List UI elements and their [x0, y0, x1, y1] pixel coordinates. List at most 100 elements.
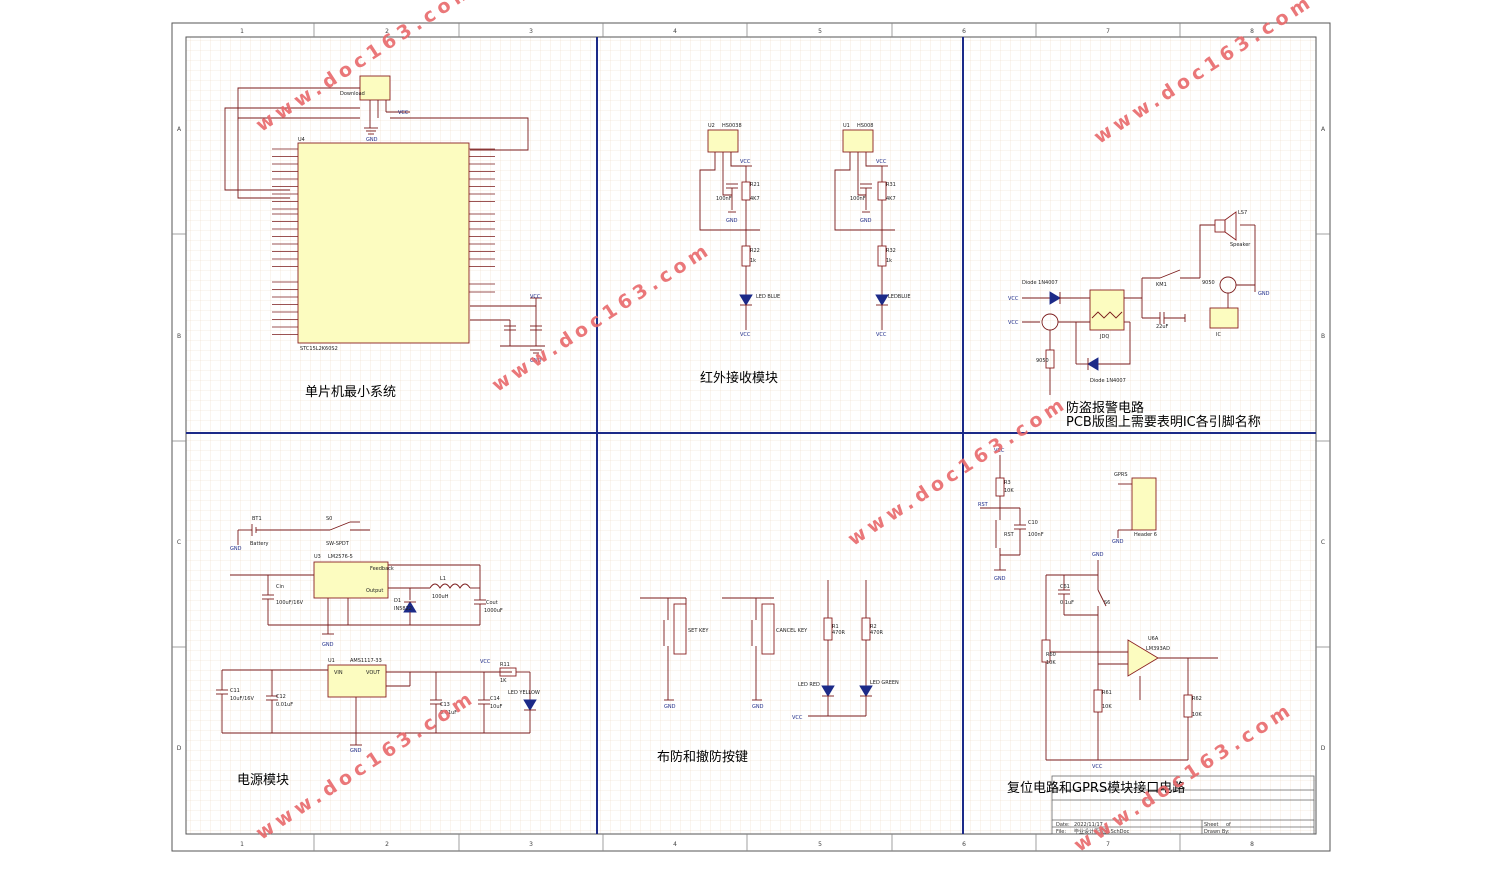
part-label: VCC: [1008, 296, 1019, 302]
part-label: C61: [1060, 584, 1070, 590]
module-title-reset: 复位电路和GPRS模块接口电路: [1007, 781, 1186, 796]
part-label: File:: [1056, 829, 1066, 835]
mcu-chip: [297, 142, 470, 344]
part-label: GND: [752, 704, 764, 710]
part-label: HS008: [857, 123, 873, 129]
relay-jdq: [1089, 289, 1125, 331]
part-label: Drawn By:: [1204, 829, 1230, 835]
border-col-label: 2: [385, 28, 389, 35]
part-label: 毕业设计原理图.SchDoc: [1074, 828, 1130, 835]
part-label: 4K7: [886, 196, 896, 202]
part-label: C12: [276, 694, 286, 700]
border-col-label: 5: [818, 841, 822, 848]
part-label: IN5822: [394, 606, 412, 612]
part-label: 100nF: [716, 196, 732, 202]
part-label: 1k: [750, 258, 756, 264]
part-label: 100uH: [432, 594, 449, 600]
part-label: 1k: [886, 258, 892, 264]
part-label: 0.01uF: [276, 702, 293, 708]
ic-u5: [1209, 307, 1239, 329]
part-label: C11: [230, 688, 240, 694]
part-label: VIN: [334, 670, 343, 676]
module-title-ir: 红外接收模块: [700, 371, 779, 386]
border-ticks: [172, 23, 1330, 851]
power-section: [216, 521, 537, 746]
border-row-label: A: [1321, 126, 1326, 133]
part-label: R1: [832, 624, 839, 630]
module-note-alarm: PCB版图上需要表明IC各引脚名称: [1066, 415, 1261, 430]
border-row-label: B: [1321, 333, 1325, 340]
part-label: 4K7: [750, 196, 760, 202]
part-label: 470R: [870, 630, 884, 636]
border-col-label: 6: [962, 841, 966, 848]
part-label: 2022/11/17: [1074, 822, 1103, 828]
comparator-lm393: [1127, 639, 1159, 677]
part-label: JDQ: [1099, 334, 1109, 340]
part-label: VCC: [876, 159, 887, 165]
module-title-alarm: 防盗报警电路: [1066, 401, 1145, 416]
part-label: VOUT: [366, 670, 381, 676]
part-label: VCC: [480, 659, 491, 665]
part-label: U1: [328, 658, 335, 664]
border-row-label: C: [177, 539, 181, 546]
part-label: Battery: [250, 541, 269, 547]
part-label: VCC: [876, 332, 887, 338]
part-label: RST: [978, 502, 989, 508]
border-col-label: 6: [962, 28, 966, 35]
border-col-label: 7: [1106, 841, 1110, 848]
part-label: 10K: [1102, 704, 1112, 710]
border-col-label: 4: [673, 841, 677, 848]
part-label: IC: [1216, 332, 1221, 338]
module-dividers: [186, 37, 1316, 834]
part-label: VCC: [530, 294, 541, 300]
border-col-label: 1: [240, 841, 244, 848]
part-label: SET KEY: [688, 628, 709, 634]
border-col-label: 5: [818, 28, 822, 35]
part-label: of: [1226, 822, 1231, 828]
border-row-label: B: [177, 333, 181, 340]
module-title-mcu: 单片机最小系统: [305, 385, 397, 400]
alarm-section: [1022, 211, 1256, 395]
part-label: Download: [340, 91, 365, 97]
module-title-keys: 布防和撤防按键: [657, 750, 749, 765]
border-col-label: 2: [385, 841, 389, 848]
part-label: 100uF/16V: [276, 600, 304, 606]
part-label: BT1: [252, 516, 262, 522]
part-label: GND: [366, 137, 378, 143]
reset-gprs-section: [980, 455, 1218, 761]
part-label: R2: [870, 624, 877, 630]
part-label: R62: [1192, 696, 1202, 702]
part-label: GND: [230, 546, 242, 552]
part-label: VCC: [1008, 320, 1019, 326]
part-label: LM393AD: [1146, 646, 1170, 652]
part-label: C13: [440, 702, 450, 708]
part-label: U6A: [1148, 636, 1159, 642]
ir-section: [699, 129, 895, 330]
part-label: 10K: [1046, 660, 1056, 666]
part-label: Date:: [1056, 822, 1070, 828]
ir-receiver-u1: [842, 129, 874, 153]
part-label: U1: [843, 123, 850, 129]
part-label: 9050: [1202, 280, 1215, 286]
part-label: GND: [664, 704, 676, 710]
ir-receiver-u2: [707, 129, 739, 153]
part-label: GND: [860, 218, 872, 224]
part-label: Diode 1N4007: [1022, 280, 1058, 286]
part-label: GPRS: [1114, 472, 1128, 478]
part-label: U2: [708, 123, 715, 129]
part-label: U4: [298, 137, 305, 143]
part-label: AMS1117-33: [350, 658, 382, 664]
part-label: 100nF: [1028, 532, 1044, 538]
part-label: GND: [1258, 291, 1270, 297]
part-label: R31: [886, 182, 896, 188]
part-label: HS0038: [722, 123, 742, 129]
part-label: R60: [1046, 652, 1056, 658]
part-label: VCC: [398, 110, 409, 116]
border-col-label: 8: [1250, 841, 1254, 848]
part-label: S6: [1104, 600, 1110, 606]
part-label: Output: [366, 588, 383, 594]
part-label: Cin: [276, 584, 284, 590]
regulator-lm2576: [313, 561, 389, 599]
part-label: 10K: [1192, 712, 1202, 718]
